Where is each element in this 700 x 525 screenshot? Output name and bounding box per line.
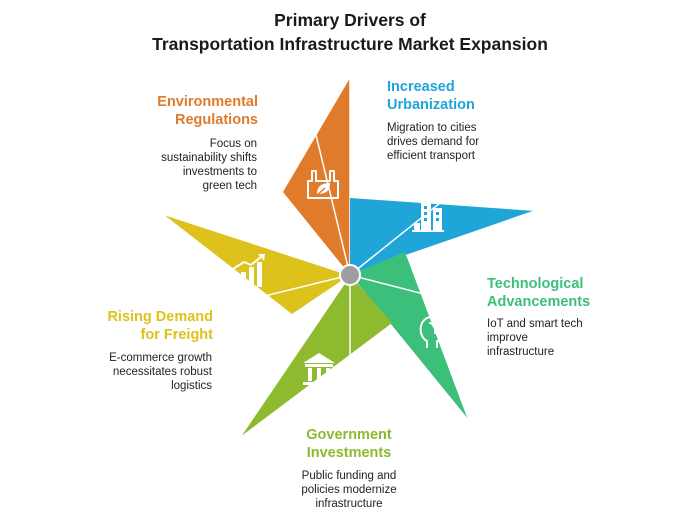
blade-environmental <box>283 78 351 276</box>
blade-government <box>239 274 392 438</box>
diagram-title-line-2: Transportation Infrastructure Market Exp… <box>152 34 548 54</box>
city-buildings-icon <box>412 202 444 232</box>
diagram-title-line-1: Primary Drivers of <box>274 10 426 30</box>
growth-chart-icon <box>232 254 265 287</box>
desc-increased-urbanization: Migration to cities drives demand for ef… <box>387 122 480 162</box>
center-hub <box>339 264 361 286</box>
desc-rising-demand-freight: E-commerce growth necessitates robust lo… <box>109 352 212 392</box>
blade-freight <box>162 213 351 314</box>
heading-rising-demand-freight: Rising Demand for Freight <box>107 309 213 343</box>
factory-leaf-icon <box>307 170 339 199</box>
heading-increased-urbanization: Increased Urbanization <box>387 79 475 113</box>
heading-technological-advancements: Technological Advancements <box>487 276 591 310</box>
heading-government-investments: Government Investments <box>306 427 392 461</box>
desc-government-investments: Public funding and policies modernize in… <box>301 470 397 510</box>
tech-head-icon <box>419 315 449 348</box>
heading-environmental-regulations: Environmental Regulations <box>157 94 258 128</box>
government-building-icon <box>303 353 335 385</box>
desc-technological-advancements: IoT and smart tech improve infrastructur… <box>487 318 583 358</box>
desc-environmental-regulations: Focus on sustainability shifts investmen… <box>161 138 257 192</box>
